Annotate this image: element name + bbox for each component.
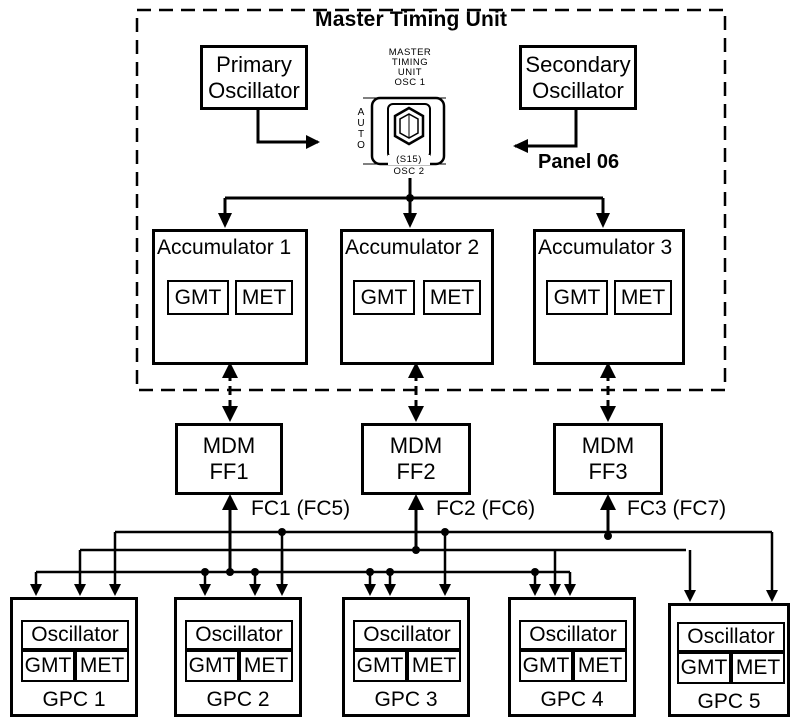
gpc-oscillator: Oscillator	[677, 622, 785, 652]
gpc-name: GPC 5	[697, 690, 761, 713]
master-timing-unit-boundary	[135, 8, 727, 392]
gpc-2: Oscillator GMT MET GPC 2	[174, 597, 302, 717]
junction-dot	[406, 194, 414, 202]
switch-caption-top: MASTER TIMING UNIT OSC 1	[370, 48, 450, 88]
gpc-met: MET	[573, 650, 627, 682]
auto-letter: A	[357, 107, 365, 118]
gpc-name: GPC 3	[374, 688, 438, 711]
accumulator-label: Accumulator 2	[345, 236, 480, 259]
gpc-3: Oscillator GMT MET GPC 3	[342, 597, 470, 717]
accumulator-arrowheads	[218, 213, 610, 228]
secondary-oscillator-line1: Secondary	[525, 51, 631, 77]
accumulator-2: Accumulator 2 GMT MET	[340, 229, 494, 365]
secondary-oscillator-line2: Oscillator	[532, 77, 624, 103]
panel-label: Panel 06	[538, 151, 620, 173]
accumulator-3: Accumulator 3 GMT MET	[533, 229, 685, 365]
bus-label-fc2: FC2 (FC6)	[434, 497, 538, 521]
master-timing-unit-title: Master Timing Unit	[315, 8, 508, 31]
gpc-gmt: GMT	[677, 652, 731, 684]
mdm-label: MDM	[389, 433, 443, 458]
gpc-oscillator: Oscillator	[185, 620, 293, 650]
bus-junction-dots	[201, 528, 612, 576]
mdm-id: FF2	[396, 459, 436, 484]
gpc-met: MET	[75, 650, 129, 682]
auto-letter: T	[357, 129, 365, 140]
mdm-ff2: MDM FF2	[361, 423, 471, 495]
gpc-name: GPC 1	[42, 688, 106, 711]
switch-auto-label: A U T O	[355, 107, 367, 151]
auto-letter: O	[357, 140, 365, 151]
gpc-4: Oscillator GMT MET GPC 4	[508, 597, 636, 717]
mdm-id: FF3	[588, 459, 628, 484]
gpc-5: Oscillator GMT MET GPC 5	[668, 603, 790, 717]
accumulator-label: Accumulator 1	[157, 236, 292, 259]
gmt-register: GMT	[546, 280, 608, 315]
switch-caption-line: MASTER	[388, 47, 432, 58]
primary-oscillator-line1: Primary	[216, 51, 292, 77]
gpc-name: GPC 4	[540, 688, 604, 711]
gpc-gmt: GMT	[185, 650, 239, 682]
auto-letter: U	[357, 118, 365, 129]
switch-caption-line: OSC 1	[394, 77, 426, 88]
accumulator-label: Accumulator 3	[538, 236, 673, 259]
gpc-drops	[34, 532, 774, 592]
met-register: MET	[614, 280, 672, 315]
bus-lines	[36, 530, 772, 580]
accumulator-mdm-links	[228, 372, 610, 410]
switch-id-label: (S15)	[388, 155, 430, 165]
accumulator-mdm-arrowheads	[222, 362, 616, 422]
gpc-oscillator: Oscillator	[519, 620, 627, 650]
gpc-gmt: GMT	[519, 650, 573, 682]
mdm-label: MDM	[202, 433, 256, 458]
mtu-switch-graphic	[363, 96, 446, 166]
gpc-met: MET	[239, 650, 293, 682]
gpc-drop-arrowheads	[30, 584, 778, 602]
gmt-register: GMT	[167, 280, 229, 315]
bus-label-fc1: FC1 (FC5)	[249, 497, 353, 521]
secondary-oscillator-box: Secondary Oscillator	[519, 45, 637, 110]
gpc-1: Oscillator GMT MET GPC 1	[10, 597, 138, 717]
gpc-met: MET	[407, 650, 461, 682]
switch-caption-line: UNIT	[397, 67, 423, 78]
gpc-gmt: GMT	[21, 650, 75, 682]
gpc-oscillator: Oscillator	[21, 620, 129, 650]
gpc-name: GPC 2	[206, 688, 270, 711]
primary-oscillator-box: Primary Oscillator	[200, 45, 308, 110]
mdm-ff3: MDM FF3	[553, 423, 663, 495]
accumulator-1: Accumulator 1 GMT MET	[152, 229, 308, 365]
gpc-oscillator: Oscillator	[353, 620, 461, 650]
gmt-register: GMT	[353, 280, 415, 315]
switch-caption-line: TIMING	[391, 57, 429, 68]
met-register: MET	[235, 280, 293, 315]
mdm-bus-arrowheads	[222, 494, 616, 510]
switch-caption-bottom: OSC 2	[393, 166, 425, 177]
secondary-osc-arrow	[513, 110, 578, 153]
gpc-gmt: GMT	[353, 650, 407, 682]
mdm-ff1: MDM FF1	[175, 423, 283, 495]
primary-osc-arrow	[256, 110, 320, 149]
mdm-label: MDM	[581, 433, 635, 458]
mdm-id: FF1	[209, 459, 249, 484]
primary-oscillator-line2: Oscillator	[208, 77, 300, 103]
met-register: MET	[423, 280, 481, 315]
gpc-met: MET	[731, 652, 785, 684]
bus-label-fc3: FC3 (FC7)	[625, 497, 729, 521]
